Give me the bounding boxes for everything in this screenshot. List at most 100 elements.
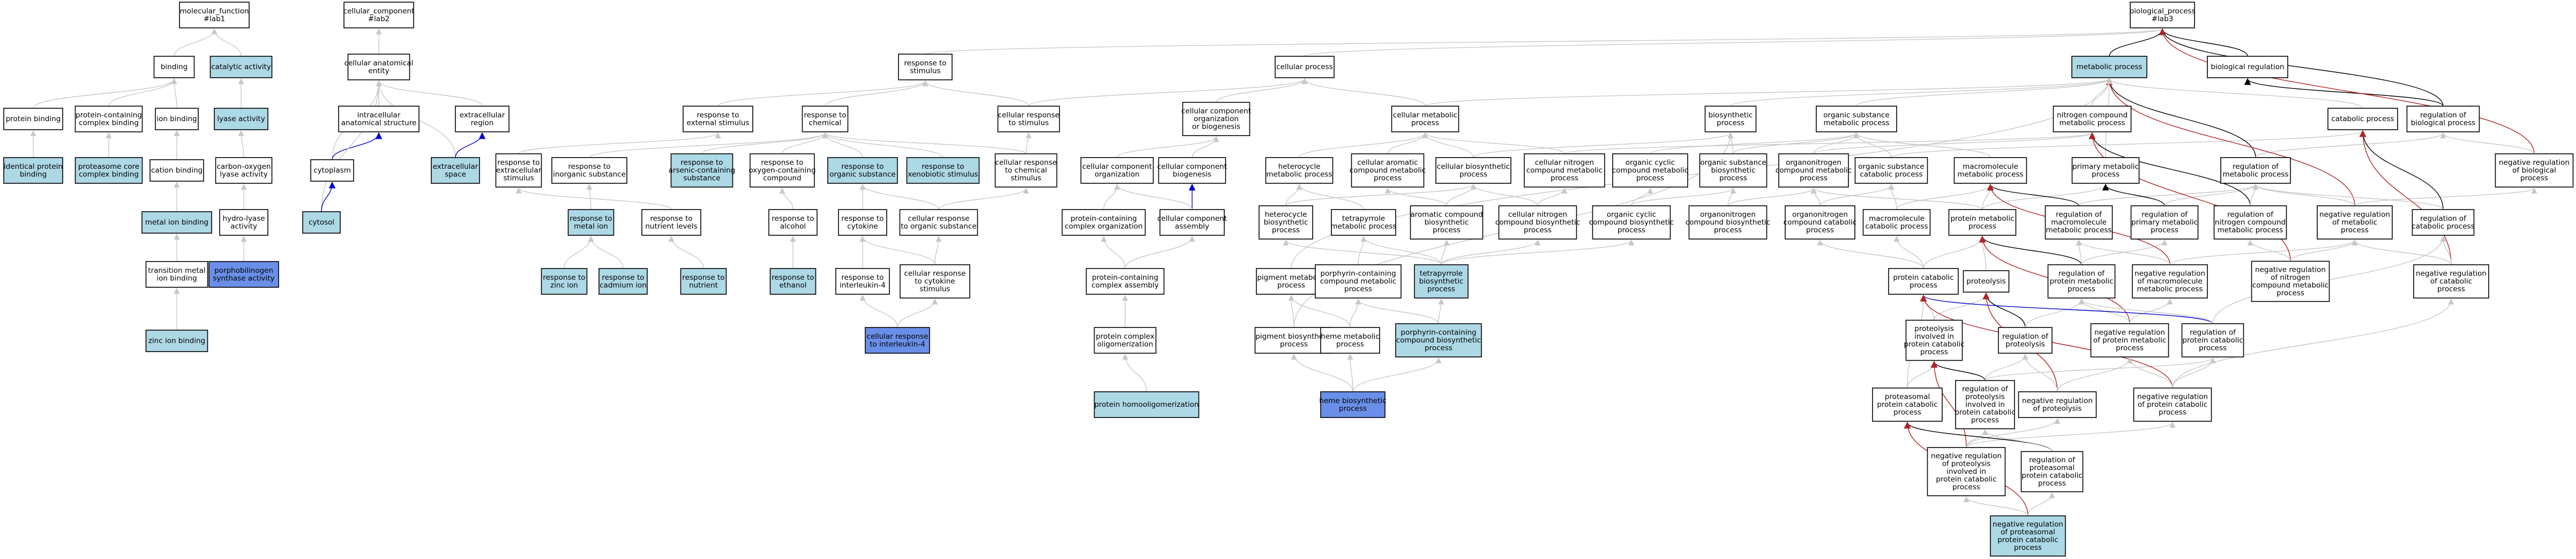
term-node-mp[interactable]: metabolic process — [2071, 56, 2147, 78]
term-node-cytosol[interactable]: cytosol — [302, 211, 341, 234]
term-node-ionbind[interactable]: ion binding — [155, 108, 199, 130]
term-node-breg[interactable]: biological regulation — [2207, 56, 2288, 78]
term-node-mf[interactable]: molecular_function#lab1 — [179, 2, 250, 28]
term-node-catalytic[interactable]: catalytic activity — [209, 56, 273, 78]
term-node-cationbind[interactable]: cation binding — [149, 159, 204, 182]
term-node-bp[interactable]: biological_process#lab3 — [2130, 2, 2196, 28]
term-node-cytoplasm[interactable]: cytoplasm — [310, 159, 354, 182]
term-node-proteolysis[interactable]: proteolysis — [1963, 270, 2010, 293]
term-node-protbind[interactable]: protein binding — [3, 108, 63, 130]
term-node-metalbind[interactable]: metal ion binding — [141, 211, 212, 234]
term-node-binding[interactable]: binding — [153, 56, 195, 78]
term-node-cellproc[interactable]: cellular process — [1275, 56, 1335, 78]
term-node-zincbind[interactable]: zinc ion binding — [145, 330, 208, 352]
term-node-catab[interactable]: catabolic process — [2327, 108, 2398, 130]
term-node-cc[interactable]: cellular_component#lab2 — [343, 2, 414, 28]
term-node-phomo[interactable]: protein homooligomerization — [1094, 391, 1200, 418]
term-node-lyase[interactable]: lyase activity — [214, 108, 268, 130]
